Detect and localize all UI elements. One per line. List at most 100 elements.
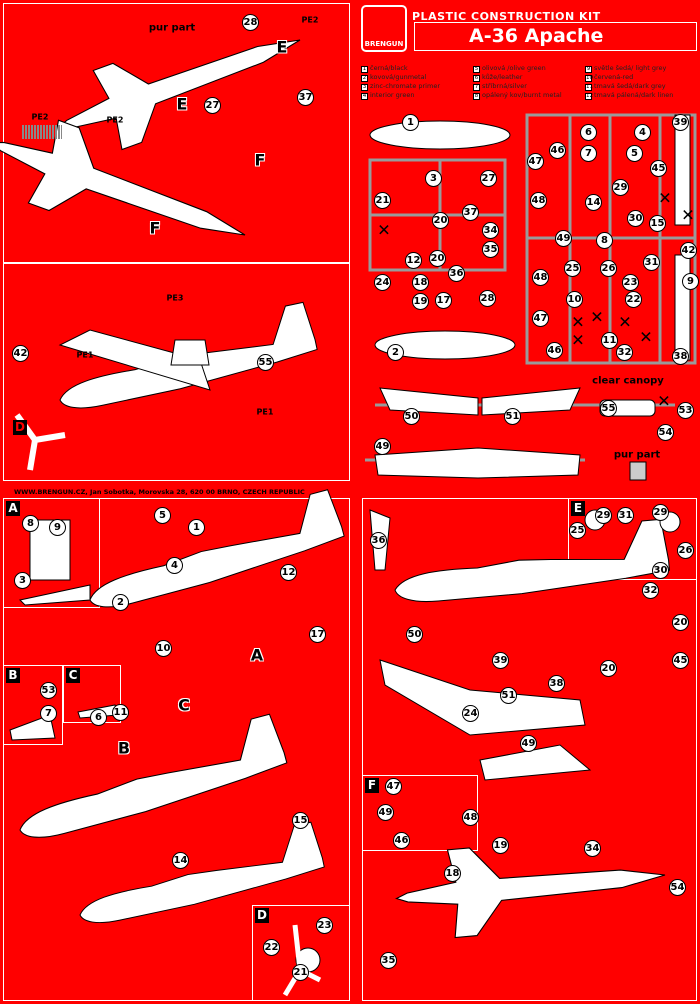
part-callout: 6: [90, 709, 107, 726]
part-callout: 10: [155, 640, 172, 657]
pe2-label: PE2: [301, 15, 319, 25]
step-4-panel: [362, 498, 697, 1001]
part-callout: 24: [462, 705, 479, 722]
part-callout: 12: [405, 252, 422, 269]
part-callout: 21: [374, 192, 391, 209]
part-callout: 2: [387, 344, 404, 361]
legend-item: 12tmavá pálená/dark linen: [585, 91, 674, 100]
part-callout: 53: [40, 682, 57, 699]
part-callout: 38: [548, 675, 565, 692]
part-callout: 31: [643, 254, 660, 271]
part-callout: 39: [672, 114, 689, 131]
step-f-marker: F: [149, 218, 161, 238]
part-callout: 51: [504, 408, 521, 425]
part-callout: 51: [500, 687, 517, 704]
part-callout: 24: [374, 274, 391, 291]
part-callout: 34: [584, 840, 601, 857]
part-callout: 47: [385, 778, 402, 795]
kit-line: PLASTIC CONSTRUCTION KIT: [412, 10, 601, 23]
legend-item: 10červená-red: [585, 73, 634, 82]
part-callout: 22: [625, 291, 642, 308]
part-callout: 19: [412, 293, 429, 310]
pe2-label: PE2: [31, 112, 49, 122]
part-callout: 7: [580, 145, 597, 162]
step-a-marker: A: [6, 501, 20, 516]
part-callout: 15: [292, 812, 309, 829]
callout: 27: [204, 97, 221, 114]
part-callout: 36: [448, 265, 465, 282]
subassembly-d-box: [252, 905, 350, 1001]
callout: 28: [242, 14, 259, 31]
callout: 42: [12, 345, 29, 362]
pe3-label: PE3: [166, 293, 184, 303]
part-callout: 25: [564, 260, 581, 277]
subassembly-c-ref: C: [178, 695, 190, 715]
part-callout: 38: [672, 348, 689, 365]
part-callout: 20: [600, 660, 617, 677]
subassembly-b-box: [3, 665, 63, 745]
part-callout: 23: [622, 274, 639, 291]
part-callout: 46: [546, 342, 563, 359]
part-callout: 49: [377, 804, 394, 821]
pur-part-label: pur part: [613, 449, 661, 461]
part-callout: 54: [657, 424, 674, 441]
callout: 37: [297, 89, 314, 106]
part-callout: 42: [680, 242, 697, 259]
pur-part-label: pur part: [148, 22, 196, 34]
step4-aircraft-top: [392, 830, 670, 943]
part-callout: 8: [22, 515, 39, 532]
step-c-marker: C: [66, 668, 80, 683]
step-e-marker: E: [571, 501, 585, 516]
subassembly-a-ref: A: [250, 645, 264, 665]
part-callout: 46: [393, 832, 410, 849]
part-callout: 32: [616, 344, 633, 361]
part-callout: 11: [601, 332, 618, 349]
part-callout: 47: [532, 310, 549, 327]
part-callout: 53: [677, 402, 694, 419]
part-callout: 49: [374, 438, 391, 455]
part-callout: 5: [154, 507, 171, 524]
subassembly-b-ref: B: [117, 738, 131, 758]
part-callout: 32: [642, 582, 659, 599]
step-e-marker: E: [176, 94, 188, 114]
brand-text: BRENGUN: [364, 40, 404, 48]
part-callout: 5: [626, 145, 643, 162]
part-callout: 48: [532, 269, 549, 286]
removed-part-x: ✕: [618, 312, 632, 332]
part-callout: 23: [316, 917, 333, 934]
sprue-wing-lower: [374, 447, 581, 479]
part-callout: 14: [585, 194, 602, 211]
part-callout: 2: [112, 594, 129, 611]
part-callout: 30: [652, 562, 669, 579]
part-callout: 9: [49, 519, 66, 536]
step-d-marker: D: [13, 420, 27, 435]
step-d-marker: D: [255, 908, 269, 923]
subassembly-a-box: [3, 498, 100, 608]
part-callout: 1: [402, 114, 419, 131]
part-callout: 14: [172, 852, 189, 869]
part-callout: 18: [412, 274, 429, 291]
part-callout: 28: [479, 290, 496, 307]
step4-aircraft-side: [390, 518, 671, 606]
sprue-wing-right: [481, 387, 581, 416]
sprue-fuselage-half-1: [369, 120, 511, 150]
part-callout: 39: [492, 652, 509, 669]
step-b-marker: B: [6, 668, 20, 683]
part-callout: 31: [617, 507, 634, 524]
step-2-panel: [3, 263, 350, 481]
part-callout: 54: [669, 879, 686, 896]
part-callout: 3: [14, 572, 31, 589]
sprue-fuselage-half-2: [374, 330, 516, 360]
part-callout: 29: [652, 504, 669, 521]
legend-item: 11tmavá šedá/dark grey: [585, 82, 666, 91]
removed-part-x: ✕: [571, 330, 585, 350]
part-callout: 10: [566, 291, 583, 308]
part-callout: 8: [596, 232, 613, 249]
